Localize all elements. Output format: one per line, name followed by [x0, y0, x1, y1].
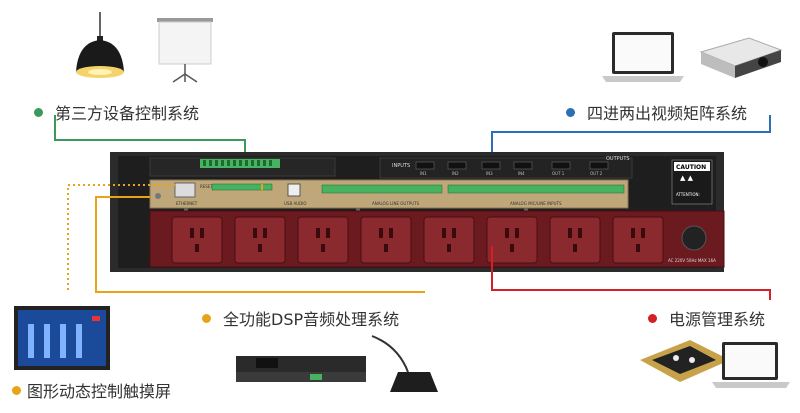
dsp-audio-text: 全功能DSP音频处理系统: [223, 310, 400, 329]
touch-panel-image: [14, 306, 110, 370]
hdmi-in2-label: IN2: [452, 171, 459, 176]
blue-dot-icon: [566, 107, 575, 117]
hdmi-in1-label: IN1: [420, 171, 427, 176]
red-dot-icon: [648, 313, 657, 323]
power-knob[interactable]: [681, 225, 707, 251]
power-socket: [234, 216, 286, 264]
ethernet-label: ETHERNET: [176, 201, 198, 206]
reset-label: RESET: [200, 184, 213, 189]
hdmi-out2-label: OUT 2: [590, 171, 603, 176]
hdmi-in3-label: IN3: [486, 171, 493, 176]
power-socket: [423, 216, 475, 264]
attention-title: ATTENTION:: [676, 192, 700, 197]
hdmi-in4-label: IN4: [518, 171, 525, 176]
touchscreen-label: 图形动态控制触摸屏: [12, 378, 171, 402]
laptop-image: [600, 30, 690, 85]
inputs-label: INPUTS: [392, 163, 410, 169]
video-connector: [491, 115, 771, 162]
third-party-control-text: 第三方设备控制系统: [55, 104, 200, 123]
warning-icon: ▲ ▲: [680, 174, 694, 182]
third-party-connector: [54, 115, 246, 160]
orange-dot-icon: [202, 313, 211, 323]
power-sockets: [171, 216, 664, 264]
laptop-small-image: [712, 342, 790, 388]
video-matrix-label: 四进两出视频矩阵系统: [566, 100, 747, 124]
hdmi-out1-label: OUT 1: [552, 171, 565, 176]
green-dot-icon: [34, 107, 43, 117]
orange-dot-icon: [12, 385, 21, 395]
ethernet-port[interactable]: [174, 182, 196, 198]
power-socket: [549, 216, 601, 264]
dsp-audio-label: 全功能DSP音频处理系统: [202, 306, 399, 330]
dsp-connector-bottom: [95, 290, 425, 293]
outputs-label: OUTPUTS: [606, 156, 630, 162]
pendant-lamp-image: [70, 12, 130, 82]
power-socket: [171, 216, 223, 264]
projector-screen-image: [155, 14, 215, 84]
touchscreen-connector: [67, 184, 175, 290]
touchscreen-text: 图形动态控制触摸屏: [27, 382, 172, 401]
dsp-rack-image: [236, 356, 366, 382]
projector-image: [695, 30, 785, 85]
power-socket: [612, 216, 664, 264]
power-socket: [486, 216, 538, 264]
power-connector: [491, 246, 771, 300]
caution-title: CAUTION: [676, 164, 706, 171]
analog-inputs-label: ANALOG MIC/LINE INPUTS: [510, 201, 562, 206]
analog-line-outputs-label: ANALOG LINE OUTPUTS: [372, 201, 420, 206]
third-party-control-label: 第三方设备控制系统: [34, 100, 199, 124]
dsp-connector-left: [95, 196, 150, 290]
microphone-image: [371, 335, 438, 392]
power-socket: [360, 216, 412, 264]
video-matrix-text: 四进两出视频矩阵系统: [587, 104, 748, 123]
floor-box-image: [640, 340, 730, 382]
power-socket: [297, 216, 349, 264]
power-rating-label: AC 220V 50Hz MAX 16A: [668, 258, 716, 263]
power-management-text: 电源管理系统: [669, 310, 766, 329]
usb-audio-port[interactable]: [287, 183, 301, 197]
power-management-label: 电源管理系统: [648, 306, 765, 330]
usb-audio-label: USB AUDIO: [284, 201, 307, 206]
